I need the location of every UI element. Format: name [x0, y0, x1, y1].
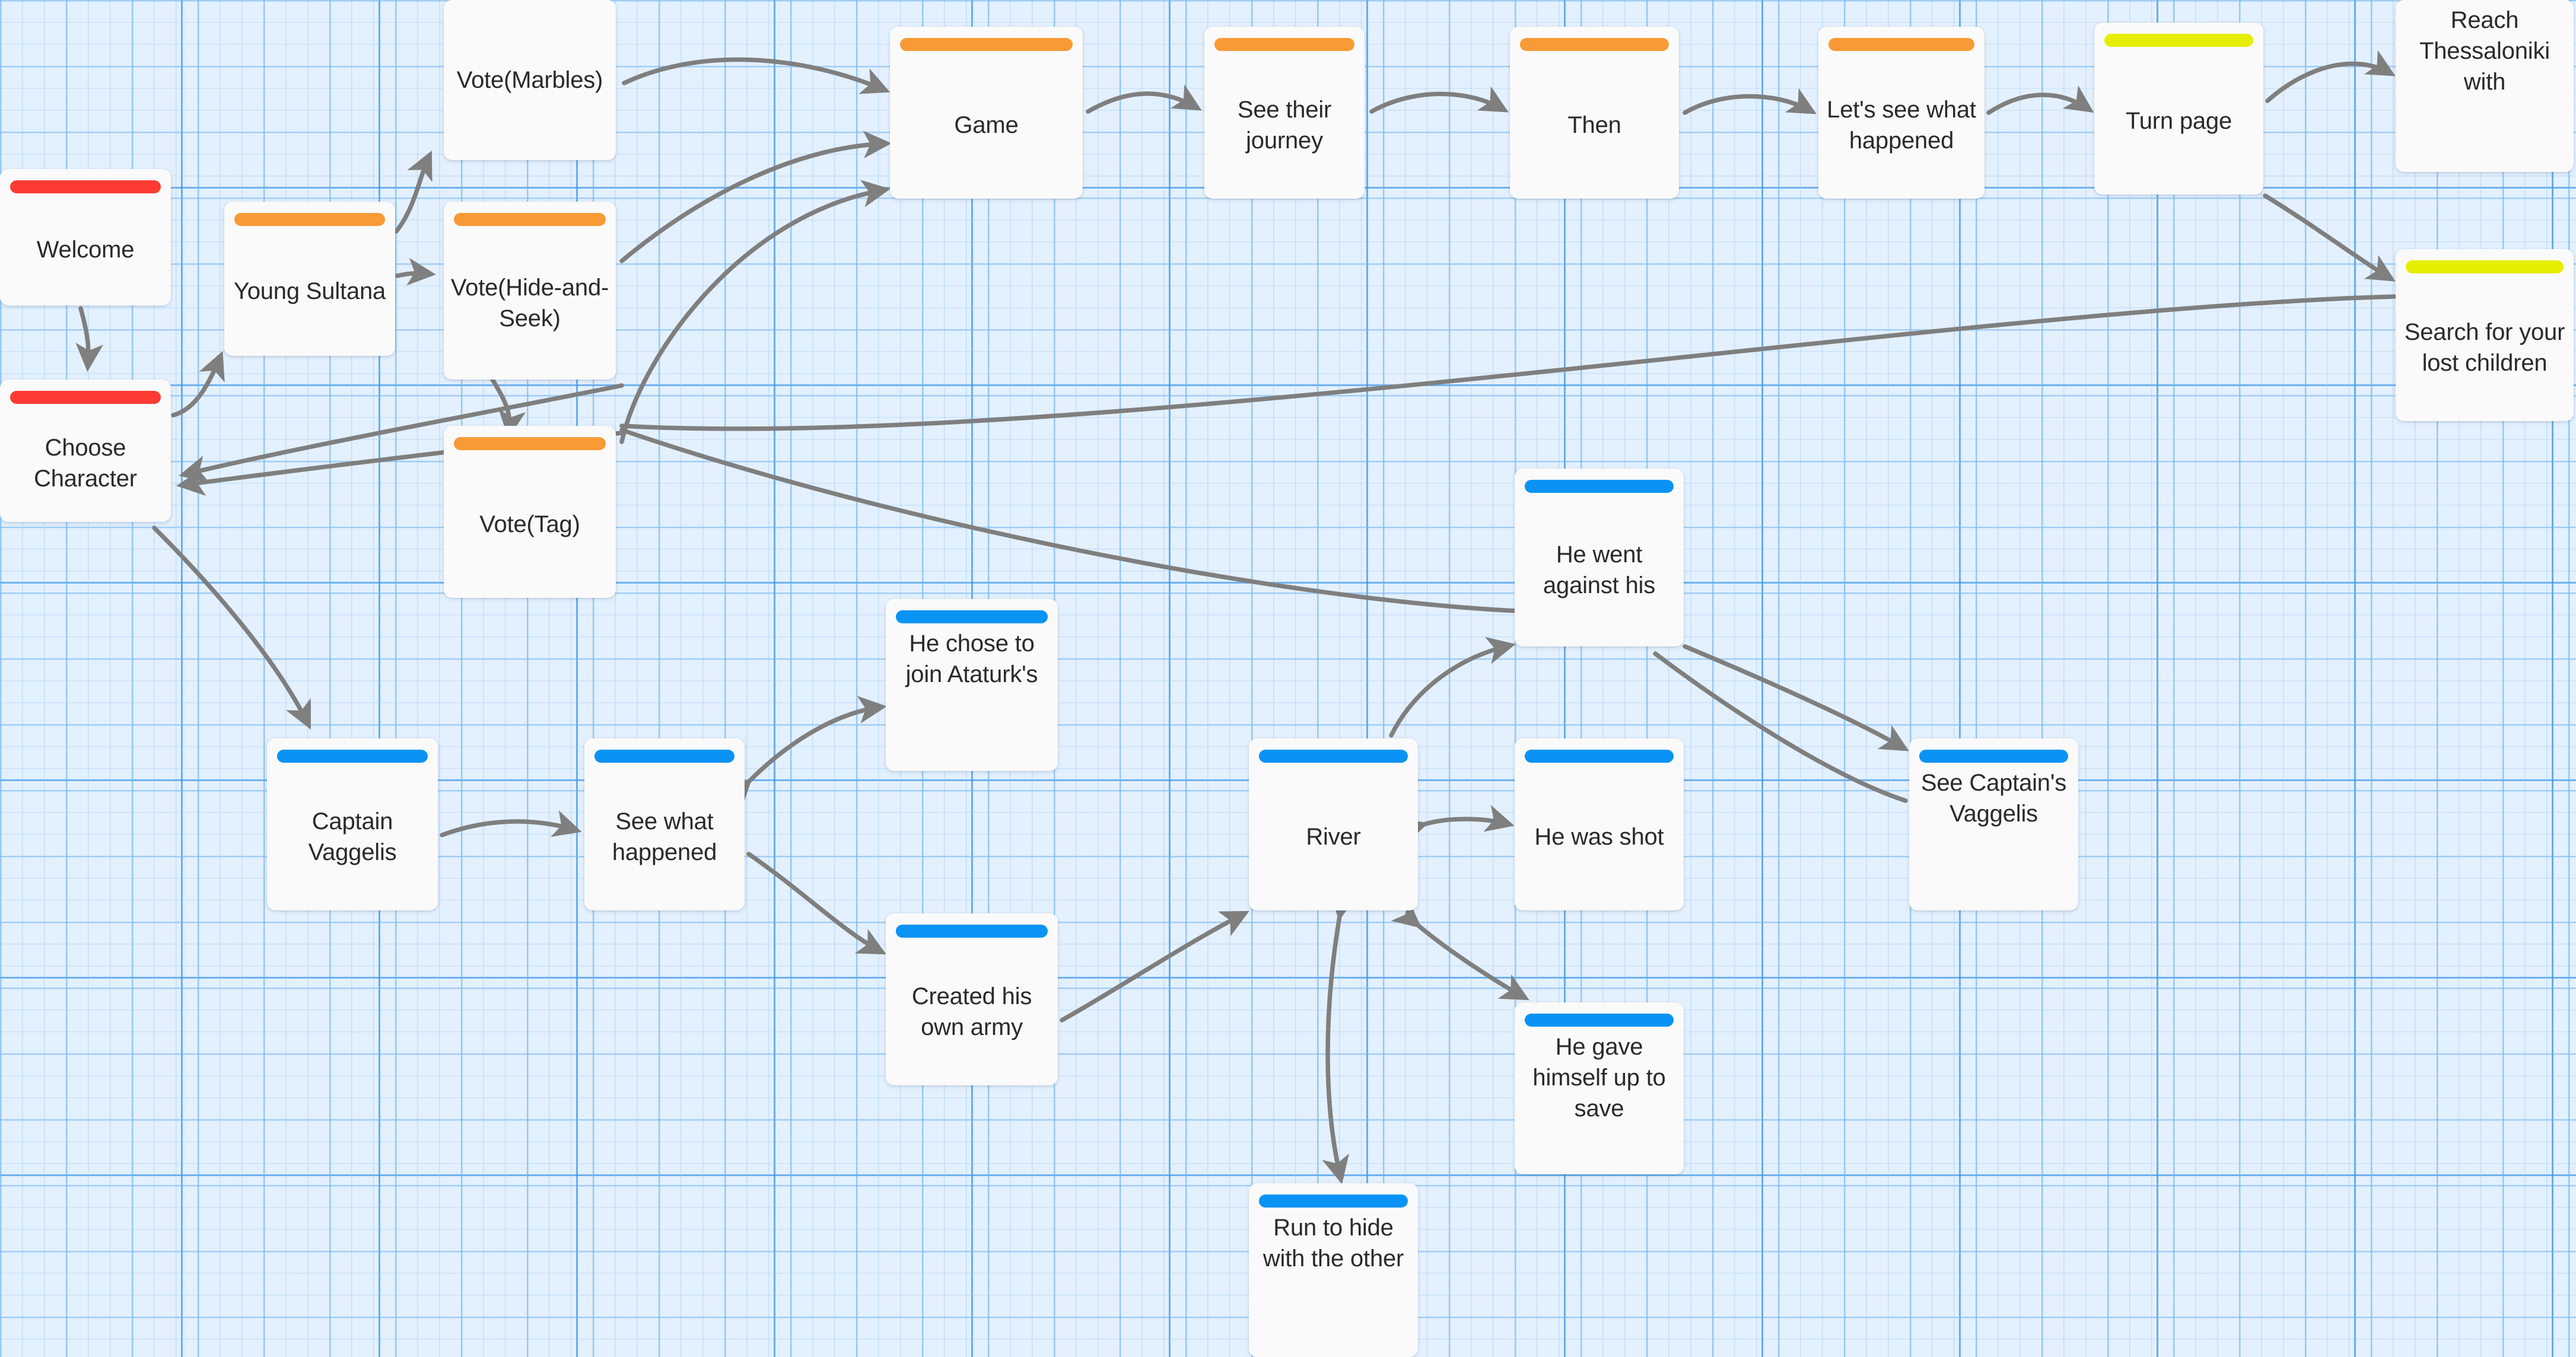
edge-river-he-gave — [1391, 899, 1529, 1001]
edge-vote-tag-search-lost — [619, 294, 2397, 431]
node-color-bar-blue — [896, 925, 1048, 938]
node-color-bar-yellow — [2104, 34, 2253, 47]
edge-game-see-journey — [1086, 84, 1202, 114]
node-label: Vote(Hide-and-Seek) — [450, 274, 609, 332]
node-color-bar-blue — [1259, 750, 1408, 763]
node-choose[interactable]: Choose Character — [0, 380, 171, 522]
edge-lets-see-turn-page — [1986, 85, 2094, 115]
edge-welcome-choose — [75, 306, 104, 372]
edge-river-he-went — [1389, 636, 1516, 738]
edge-vote-hide-vote-tag — [490, 377, 526, 438]
node-label: Run to hide with the other — [1262, 1215, 1404, 1272]
node-color-bar-orange — [1214, 38, 1354, 51]
edge-see-what-created-army — [746, 852, 886, 955]
node-label: Vote(Tag) — [479, 511, 580, 537]
node-color-bar-orange — [234, 213, 385, 226]
node-color-bar-blue — [896, 610, 1048, 623]
node-welcome[interactable]: Welcome — [0, 169, 171, 305]
edge-see-journey-then — [1369, 86, 1509, 114]
edge-turn-page-reach-thessaloniki — [2265, 50, 2396, 103]
node-label: Captain Vaggelis — [308, 808, 397, 865]
node-color-bar-blue — [1525, 750, 1674, 763]
edge-created-army-river — [1060, 910, 1250, 1022]
node-color-bar-blue — [1525, 480, 1674, 493]
node-label: Search for your lost children — [2404, 318, 2565, 376]
node-lets-see[interactable]: Let's see what happened — [1818, 27, 1985, 199]
node-label: He went against his — [1543, 541, 1656, 598]
node-he-was-shot[interactable]: He was shot — [1515, 738, 1684, 910]
node-label: Welcome — [36, 236, 135, 263]
node-vote-hide[interactable]: Vote(Hide-and-Seek) — [444, 202, 616, 380]
node-color-bar-blue — [594, 750, 734, 763]
node-he-went[interactable]: He went against his — [1515, 469, 1684, 646]
node-vote-marbles[interactable]: Vote(Marbles) — [444, 0, 616, 160]
node-color-bar-blue — [1525, 1014, 1674, 1027]
node-captain-vag[interactable]: Captain Vaggelis — [267, 738, 438, 910]
node-label: River — [1306, 823, 1361, 850]
node-label: Created his own army — [911, 983, 1032, 1040]
node-color-bar-red — [10, 180, 161, 193]
node-label: See their journey — [1237, 96, 1332, 154]
node-label: Let's see what happened — [1827, 96, 1976, 154]
edge-he-went-see-captains — [1683, 644, 1909, 751]
node-river[interactable]: River — [1249, 738, 1418, 910]
node-young-sultana[interactable]: Young Sultana — [224, 202, 395, 356]
node-color-bar-orange — [454, 213, 606, 226]
node-color-bar-blue — [1259, 1194, 1408, 1208]
node-label: Young Sultana — [233, 278, 386, 304]
node-label: Game — [954, 112, 1019, 138]
node-color-bar-orange — [900, 38, 1073, 51]
edge-turn-page-search-lost — [2263, 193, 2396, 282]
node-search-lost[interactable]: Search for your lost children — [2396, 249, 2574, 421]
edge-then-lets-see — [1683, 88, 1817, 115]
edge-he-went-see-captains-alt — [1653, 651, 1908, 803]
node-he-chose[interactable]: He chose to join Ataturk's — [886, 599, 1058, 771]
edge-vote-marbles-game — [622, 57, 891, 94]
node-created-army[interactable]: Created his own army — [886, 913, 1058, 1085]
node-vote-tag[interactable]: Vote(Tag) — [444, 426, 616, 598]
edge-vote-tag-he-went — [619, 428, 1519, 613]
node-color-bar-orange — [1520, 38, 1669, 51]
node-color-bar-blue — [1919, 750, 2068, 763]
node-color-bar-orange — [454, 437, 606, 450]
node-label: He chose to join Ataturk's — [905, 630, 1038, 687]
node-turn-page[interactable]: Turn page — [2094, 23, 2263, 195]
node-label: See what happened — [612, 808, 717, 865]
node-color-bar-yellow — [2406, 260, 2564, 273]
node-game[interactable]: Game — [890, 27, 1083, 199]
node-see-journey[interactable]: See their journey — [1204, 27, 1365, 199]
edge-river-he-was-shot — [1397, 805, 1515, 845]
node-color-bar-orange — [1828, 38, 1974, 51]
node-see-what[interactable]: See what happened — [584, 738, 745, 910]
edge-vote-tag-game — [619, 180, 891, 444]
edge-choose-young-sultana — [171, 351, 225, 418]
edge-young-sultana-vote-marbles — [394, 150, 432, 234]
node-label: Choose Character — [34, 434, 137, 492]
node-reach-thess[interactable]: Reach Thessaloniki with — [2396, 0, 2574, 172]
node-color-bar-blue — [277, 750, 428, 763]
node-label: Vote(Marbles) — [456, 67, 603, 93]
edge-choose-captain-vaggelis — [152, 525, 311, 730]
node-label: Then — [1567, 112, 1621, 138]
edge-see-what-he-chose — [722, 696, 887, 808]
node-label: Reach Thessaloniki with — [2419, 7, 2550, 95]
node-he-gave[interactable]: He gave himself up to save — [1515, 1002, 1684, 1174]
node-label: See Captain's Vaggelis — [1920, 770, 2067, 827]
edge-vote-hide-game — [619, 130, 892, 263]
node-run-hide[interactable]: Run to hide with the other — [1249, 1183, 1418, 1357]
node-label: He gave himself up to save — [1532, 1034, 1666, 1122]
node-label: He was shot — [1534, 823, 1664, 850]
edge-captain-vaggelis-see-what — [440, 810, 582, 837]
edge-young-sultana-vote-hide — [395, 257, 436, 286]
edge-river-run-hide — [1322, 891, 1357, 1184]
node-label: Turn page — [2125, 107, 2232, 134]
node-color-bar-red — [10, 391, 161, 404]
node-then[interactable]: Then — [1510, 27, 1679, 199]
node-see-captains[interactable]: See Captain's Vaggelis — [1909, 738, 2078, 910]
